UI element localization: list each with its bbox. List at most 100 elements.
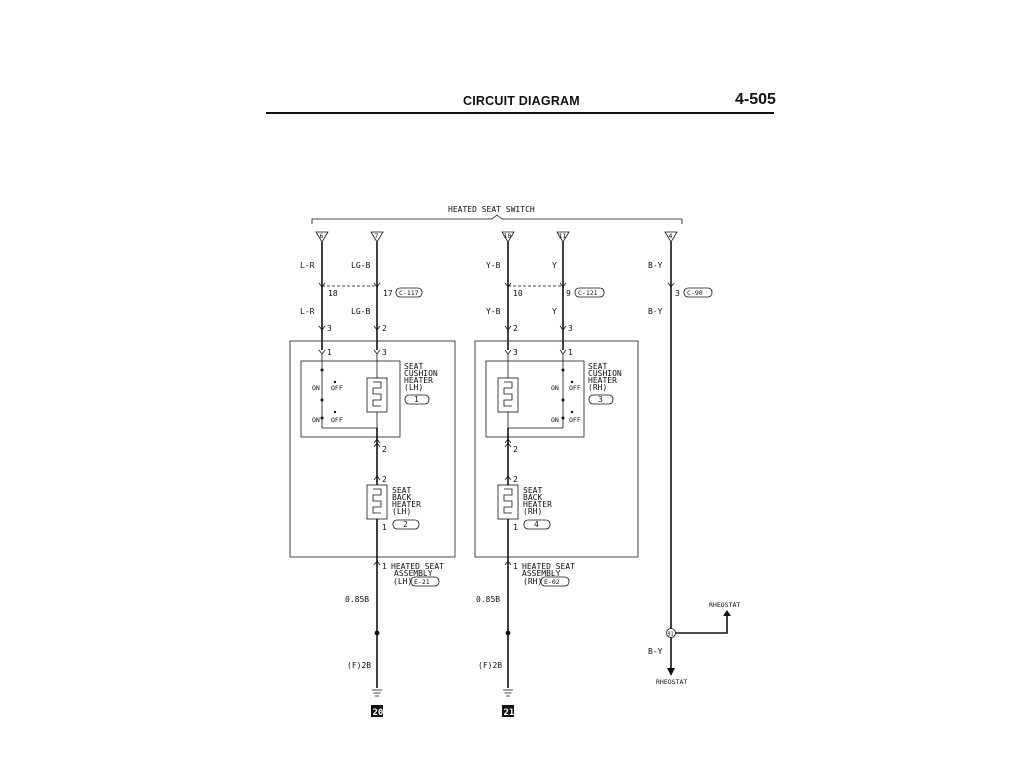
rh-cushion-label: HEATER: [588, 376, 617, 385]
ground-number-badge: [502, 705, 514, 717]
lh-back-num-tag: [392, 519, 420, 530]
wire-label: Y: [552, 307, 557, 316]
ground-number: 20: [373, 708, 384, 718]
pin-marks: [318, 325, 567, 331]
ground-icon: [372, 689, 382, 697]
connector-tag: [574, 287, 605, 298]
switch-off-label: OFF: [331, 384, 343, 392]
pin-label: 1: [382, 523, 387, 532]
rh-cushion-heater-icon: [497, 377, 519, 413]
switch-bracket: [311, 214, 683, 224]
lh-splice-dot: [374, 630, 380, 636]
lh-assembly-label: HEATED SEAT: [391, 562, 444, 571]
connector-label: C-117: [399, 289, 419, 297]
pin-label: 3: [513, 348, 518, 357]
svg-text:11: 11: [559, 232, 567, 240]
rheostat-arrow-icon: [723, 610, 731, 616]
switch-terminal-1: 6: [315, 231, 329, 243]
header-rule: [266, 112, 774, 114]
lh-cushion-num-tag: [404, 394, 430, 405]
lh-back-label: SEAT: [392, 486, 411, 495]
lh-connector-tag: [410, 576, 440, 587]
ground-icon: [503, 689, 513, 697]
pin-label: 1: [513, 562, 518, 571]
lh-cushion-label: SEAT: [404, 362, 423, 371]
rh-assembly-label: HEATED SEAT: [522, 562, 575, 571]
pin-label: 18: [328, 289, 338, 298]
lh-assembly-label: ASSEMBLY: [394, 569, 433, 578]
pin-label: 2: [513, 445, 518, 454]
svg-text:4: 4: [669, 232, 673, 240]
pin-marks: [373, 560, 381, 566]
switch-terminal-2: 7: [370, 231, 384, 243]
switch-on-label: ON: [312, 416, 320, 424]
connector-pin-marks: [318, 282, 675, 288]
switch-on-label: ON: [551, 416, 559, 424]
rh-assembly-box: [474, 340, 639, 558]
pin-label: 1: [568, 348, 573, 357]
switch-terminal-5: 4: [664, 231, 678, 243]
lh-cushion-label: CUSHION: [404, 369, 438, 378]
lh-back-num: 2: [403, 520, 408, 529]
lh-back-heater-icon: [366, 484, 388, 520]
wire-label: LG-B: [351, 261, 370, 270]
pin-label: 2: [382, 445, 387, 454]
rh-back-label: (RH): [523, 507, 542, 516]
pin-marks: [373, 438, 381, 448]
switch-label: HEATED SEAT SWITCH: [448, 205, 535, 214]
rh-cushion-label: (RH): [588, 383, 607, 392]
rh-connector-tag: [540, 576, 570, 587]
switch-terminal-4: 11: [556, 231, 570, 243]
lh-back-label: (LH): [392, 507, 411, 516]
pin-label: 3: [327, 324, 332, 333]
rh-connector-label: E-02: [544, 578, 560, 586]
lh-cushion-label: HEATER: [404, 376, 433, 385]
lh-cushion-num: 1: [414, 395, 419, 404]
wire-label: LG-B: [351, 307, 370, 316]
lh-back-label: HEATER: [392, 500, 421, 509]
pin-label: 3: [568, 324, 573, 333]
pin-label: 2: [382, 324, 387, 333]
rh-cushion-box: [485, 360, 585, 438]
rheostat-wire: [675, 614, 728, 634]
lh-assembly-label: (LH): [393, 577, 412, 586]
connector-tag: [683, 287, 713, 298]
switch-terminal-3: 10: [501, 231, 515, 243]
wire-label: L-R: [300, 261, 315, 270]
ground-number-badge: [371, 705, 383, 717]
connector-label: C-121: [578, 289, 598, 297]
lh-connector-label: E-21: [414, 578, 430, 586]
pin-marks: [504, 560, 512, 566]
wire-label: B-Y: [648, 261, 663, 270]
pin-label: 3: [675, 289, 680, 298]
ground-number: 21: [504, 708, 515, 718]
pin-label: 3: [382, 348, 387, 357]
svg-text:7: 7: [375, 232, 379, 240]
wire-label: L-R: [300, 307, 315, 316]
rh-cushion-label: CUSHION: [588, 369, 622, 378]
wire-label: Y-B: [486, 261, 501, 270]
switch-off-label: OFF: [331, 416, 343, 424]
rh-splice-dot: [505, 630, 511, 636]
rh-back-num: 4: [534, 520, 539, 529]
rh-back-heater-icon: [497, 484, 519, 520]
rh-assembly-label: (RH): [523, 577, 542, 586]
wire-label: Y-B: [486, 307, 501, 316]
switch-on-label: ON: [312, 384, 320, 392]
rh-assembly-label: ASSEMBLY: [522, 569, 561, 578]
wire-label: 0.85B: [476, 595, 500, 604]
page-title: CIRCUIT DIAGRAM: [463, 94, 580, 108]
pin-label: 1: [513, 523, 518, 532]
rh-back-label: HEATER: [523, 500, 552, 509]
page-number: 4-505: [735, 91, 776, 108]
lh-assembly-box: [289, 340, 456, 558]
rh-cushion-label: SEAT: [588, 362, 607, 371]
lh-cushion-box: [300, 360, 401, 438]
rh-back-label: BACK: [523, 493, 542, 502]
lh-back-label: BACK: [392, 493, 411, 502]
pin-marks: [504, 438, 512, 448]
lh-cushion-label: (LH): [404, 383, 423, 392]
wire-label: B-Y: [648, 647, 663, 656]
pin-marks: [373, 475, 381, 481]
